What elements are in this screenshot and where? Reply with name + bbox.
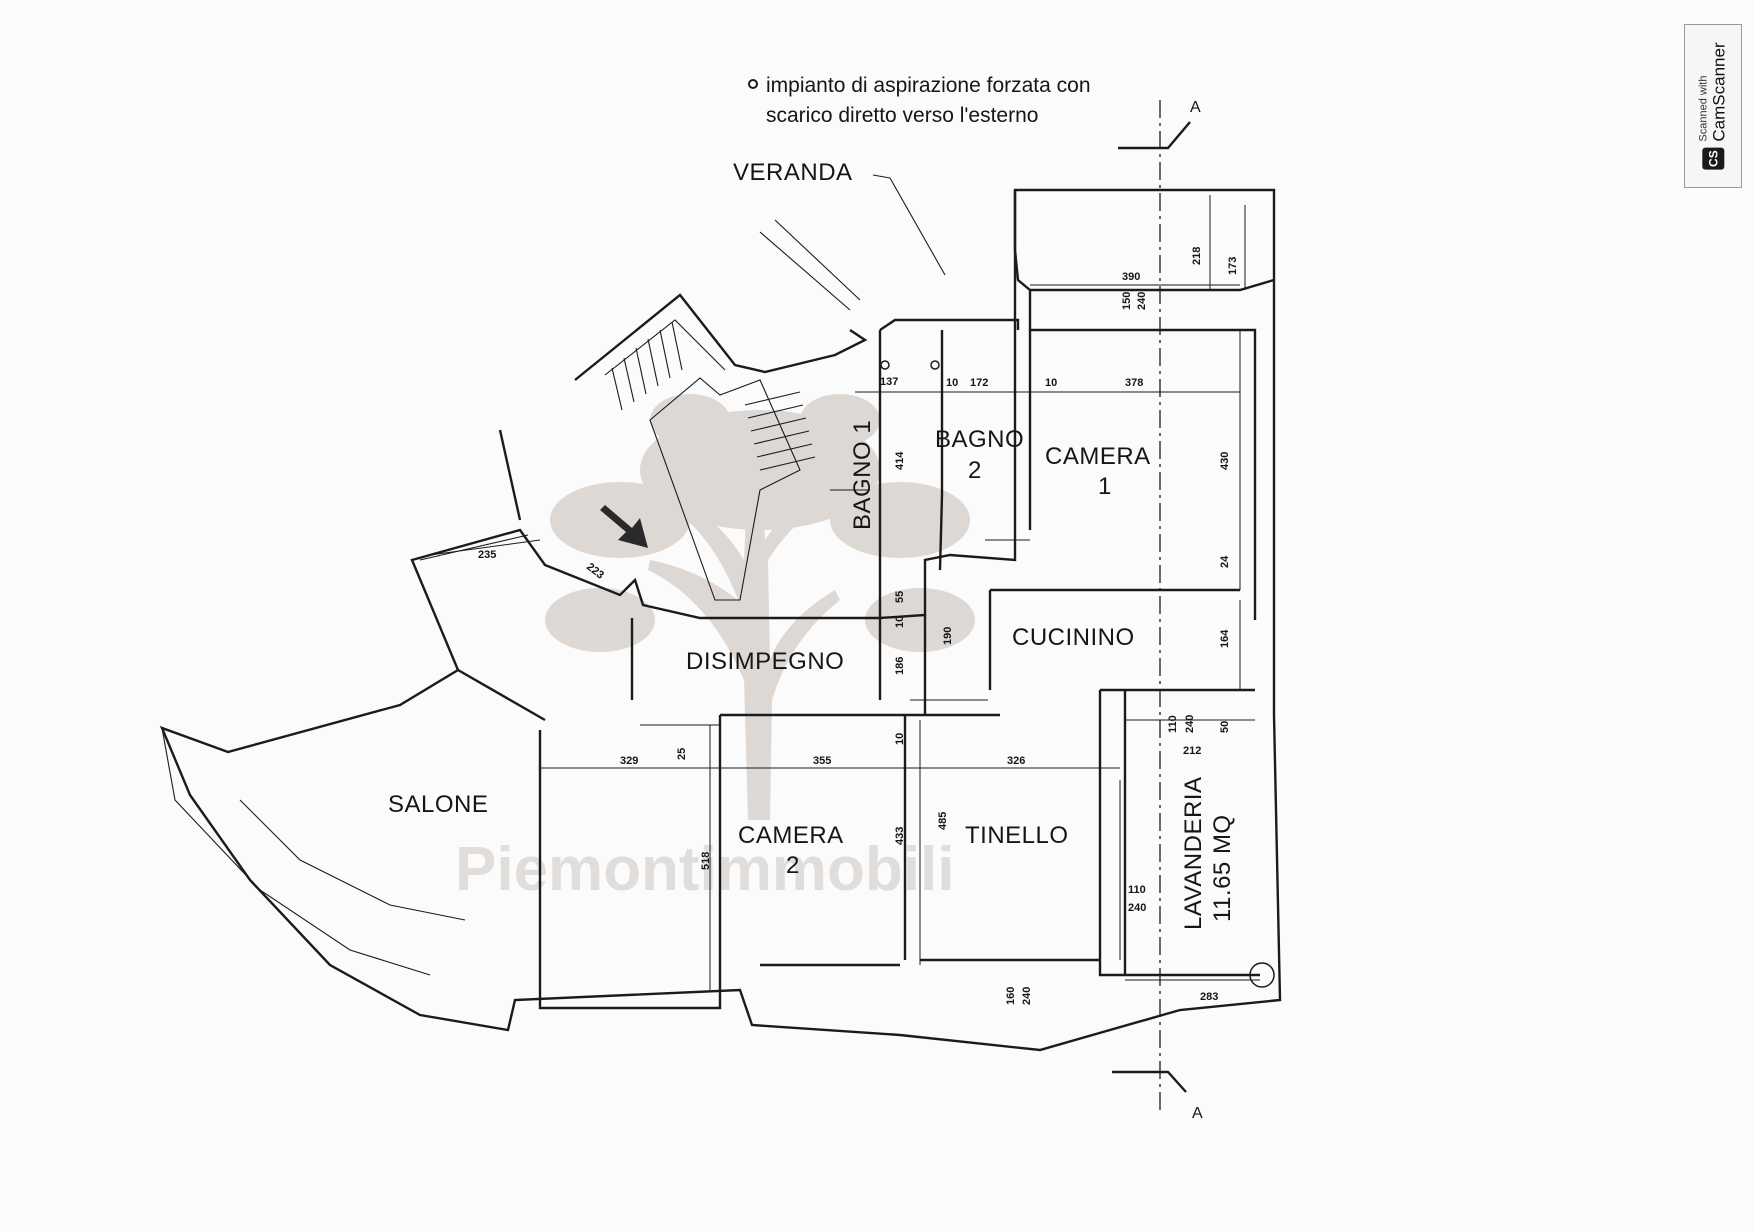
dim-137: 137 <box>880 376 898 388</box>
dim-326: 326 <box>1007 755 1025 767</box>
dim-110-top: 110 <box>1167 715 1179 733</box>
dim-173: 173 <box>1227 257 1239 275</box>
room-label-camera-2: CAMERA <box>738 822 844 849</box>
lavanderia-drain-icon <box>1249 962 1275 988</box>
dim-223: 223 <box>584 561 606 582</box>
dim-390: 390 <box>1122 271 1140 283</box>
dim-518: 518 <box>700 852 712 870</box>
dim-378: 378 <box>1125 377 1143 389</box>
dim-485: 485 <box>937 812 949 830</box>
note-line-1: impianto di aspirazione forzata con <box>766 74 1091 97</box>
dim-414: 414 <box>894 451 906 470</box>
dim-10-d: 10 <box>894 733 906 745</box>
dim-212: 212 <box>1183 745 1201 757</box>
room-label-bagno-1: BAGNO 1 <box>849 420 876 530</box>
dim-25: 25 <box>676 748 688 760</box>
salone-walls <box>161 429 722 1010</box>
room-label-disimpegno: DISIMPEGNO <box>686 648 844 675</box>
dim-172: 172 <box>970 377 988 389</box>
room-label-lavanderia-area: 11.65 MQ <box>1209 814 1236 922</box>
room-label-camera-1: CAMERA <box>1045 443 1151 470</box>
dim-150: 150 <box>1121 292 1133 310</box>
dim-190: 190 <box>942 627 954 645</box>
internal-walls <box>630 330 1260 990</box>
veranda-leader-line <box>872 174 946 276</box>
dim-355: 355 <box>813 755 831 767</box>
room-label-tinello: TINELLO <box>965 822 1069 849</box>
watermark-text: Piemontimmobili <box>455 835 954 904</box>
dim-240-bottom: 240 <box>1128 902 1146 914</box>
dim-10-a: 10 <box>946 377 958 389</box>
room-label-veranda: VERANDA <box>733 159 853 186</box>
dim-283: 283 <box>1200 991 1218 1003</box>
dim-329: 329 <box>620 755 638 767</box>
dim-235: 235 <box>478 549 496 561</box>
dim-433: 433 <box>894 827 906 845</box>
camscanner-name: CamScanner <box>1708 42 1728 142</box>
dim-218: 218 <box>1191 247 1203 265</box>
dimension-lines <box>429 195 1260 990</box>
room-label-camera-1-number: 1 <box>1098 473 1112 500</box>
room-label-lavanderia: LAVANDERIA <box>1180 777 1207 931</box>
dim-240-top: 240 <box>1136 292 1148 310</box>
dim-430: 430 <box>1219 452 1231 470</box>
dim-110-bottom: 110 <box>1128 884 1146 896</box>
exterior-walls <box>159 188 1282 1052</box>
camscanner-badge: CS Scanned with CamScanner <box>1684 24 1742 188</box>
dim-10-b: 10 <box>1045 377 1057 389</box>
exhaust-point-icon-2 <box>930 360 940 370</box>
dim-160: 160 <box>1005 987 1017 1005</box>
room-label-salone: SALONE <box>388 791 488 818</box>
room-label-camera-2-number: 2 <box>786 852 800 879</box>
room-label-cucinino: CUCININO <box>1012 624 1135 651</box>
dim-10-c: 10 <box>894 616 906 628</box>
dim-55: 55 <box>894 591 906 603</box>
entrance-arrow-icon <box>600 505 648 548</box>
dim-164: 164 <box>1219 629 1231 648</box>
dimension-labels: 390 218 173 150 240 137 10 172 10 378 41… <box>478 247 1239 1005</box>
section-label-top: A <box>1190 99 1201 116</box>
exhaust-point-icon-1 <box>880 360 890 370</box>
room-label-bagno-2-number: 2 <box>968 457 982 484</box>
note-line-2: scarico diretto verso l'esterno <box>766 104 1038 127</box>
section-label-bottom: A <box>1192 1105 1203 1122</box>
camscanner-caption: Scanned with <box>1697 75 1710 142</box>
exhaust-bullet-icon <box>748 79 758 89</box>
dim-186: 186 <box>894 657 906 675</box>
stairwell <box>574 219 868 601</box>
camscanner-logo-icon: CS <box>1701 147 1724 170</box>
section-line-a <box>1112 100 1191 1110</box>
room-label-bagno-2: BAGNO <box>935 426 1024 453</box>
dim-240-mid: 240 <box>1184 715 1196 733</box>
watermark-tree-logo <box>545 394 975 820</box>
dim-50: 50 <box>1219 721 1231 733</box>
dim-240-low: 240 <box>1021 987 1033 1005</box>
dim-24: 24 <box>1219 555 1231 568</box>
